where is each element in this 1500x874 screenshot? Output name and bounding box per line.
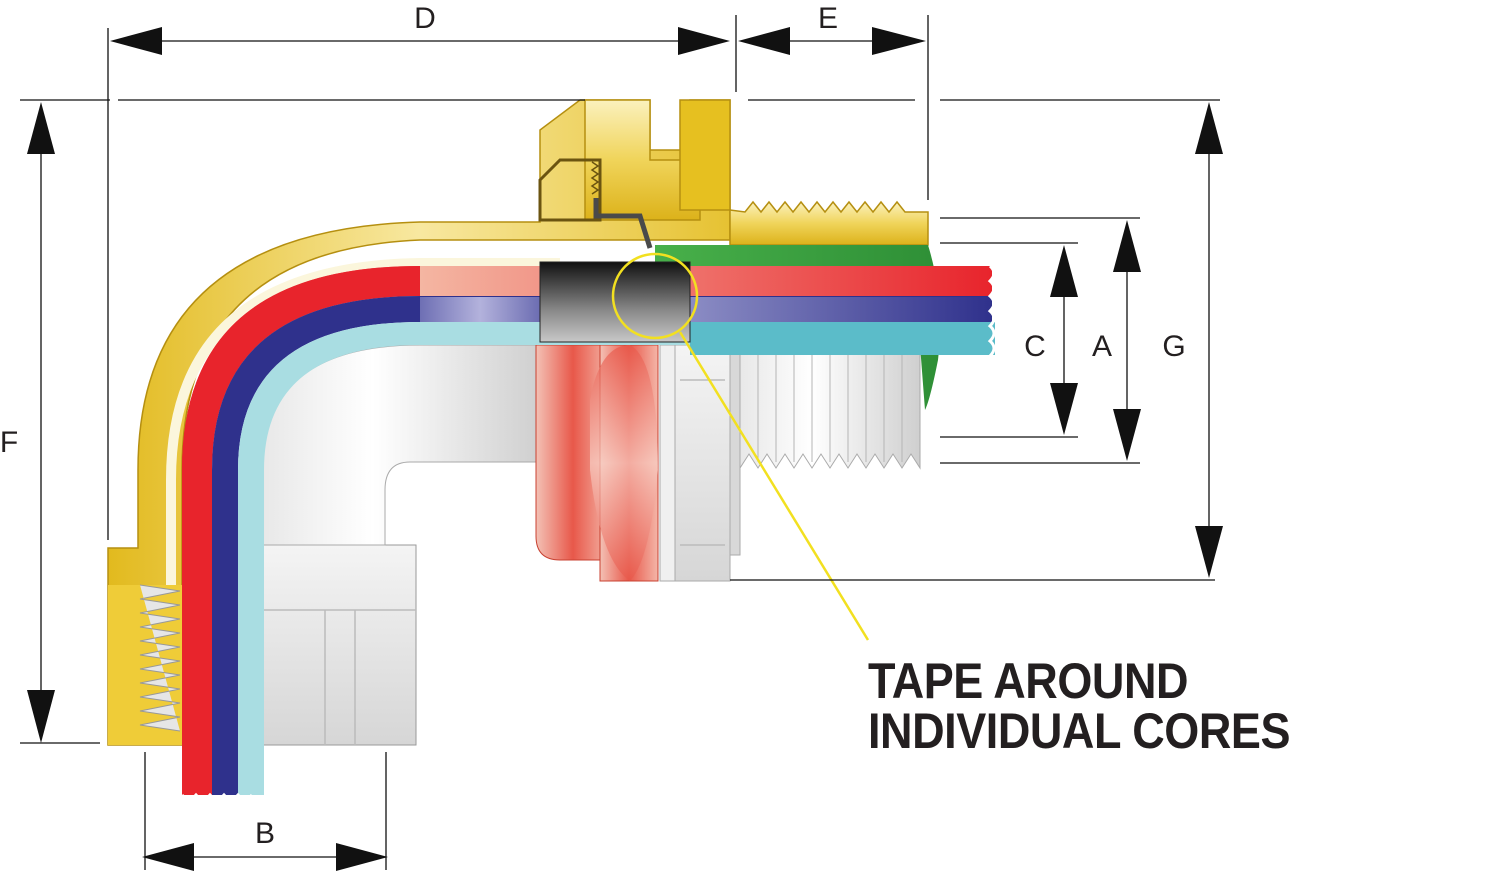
red-seal [535, 344, 676, 582]
callout-line-2: INDIVIDUAL CORES [868, 703, 1291, 759]
dim-label-c: C [1024, 330, 1046, 363]
callout-line-1: TAPE AROUND [868, 653, 1189, 709]
callout-text: TAPE AROUND INDIVIDUAL CORES [868, 656, 1372, 756]
callout-marker [611, 252, 870, 641]
dim-label-d: D [414, 2, 436, 35]
elbow-body [107, 99, 929, 746]
tape-band [539, 261, 691, 343]
dimension-arrows [27, 27, 1223, 871]
dim-label-e: E [818, 2, 838, 35]
dimension-lines [20, 15, 1220, 870]
dim-label-a: A [1092, 330, 1112, 363]
dim-label-g: G [1162, 330, 1185, 363]
dim-label-f: F [0, 426, 18, 459]
dim-label-b: B [255, 817, 275, 850]
